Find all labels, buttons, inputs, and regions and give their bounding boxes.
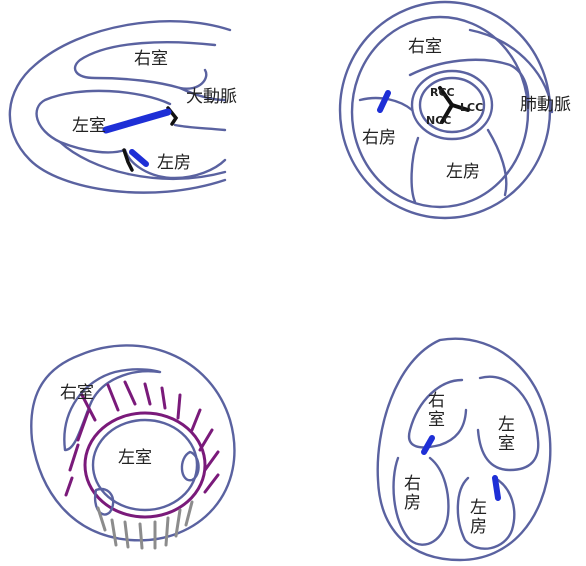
short-axis-outer-wall	[338, 0, 552, 220]
label-lv-lvsa: 左室	[118, 448, 152, 468]
lv-cavity-outline	[35, 89, 172, 154]
papillary-muscle-left	[93, 487, 115, 516]
strain-marks-gray	[96, 500, 194, 550]
mitral-valve-leaflet	[122, 148, 134, 172]
label-ncc: NCC	[426, 114, 451, 127]
panel-short-axis-aortic: 右室 右房 左房 肺動脈 RCC LCC NCC	[338, 0, 571, 220]
label-lv-long: 左室	[72, 116, 106, 136]
label-rv-sa: 右室	[408, 37, 442, 57]
label-ra-sa: 右房	[362, 128, 396, 148]
la-lower-wall	[486, 128, 508, 197]
lv-sa-endocardium	[91, 418, 199, 512]
mitral-doppler-jet	[129, 149, 149, 167]
aorta-lower-wall	[173, 123, 227, 132]
short-axis-inner-ring	[350, 15, 530, 209]
label-rv-lvsa: 右室	[60, 383, 94, 403]
label-ra-4ch-1: 右	[404, 474, 421, 494]
panel-four-chamber: 右 室 左 室 右 房 左 房	[376, 337, 552, 562]
label-la-4ch-2: 房	[470, 517, 487, 537]
valve-commissure-2	[450, 103, 470, 112]
4ch-la-outline	[456, 476, 516, 550]
label-rcc: RCC	[430, 86, 455, 99]
long-axis-outer-wall	[8, 20, 232, 194]
4ch-rv-outline	[407, 378, 468, 449]
valve-commissure-1	[438, 86, 454, 107]
label-ra-4ch-2: 房	[404, 493, 421, 513]
label-lv-4ch-1: 左	[498, 415, 515, 435]
label-aorta-long: 大動脈	[186, 87, 237, 107]
aortic-annulus-outer	[410, 69, 494, 141]
tricuspid-doppler-jet	[377, 90, 391, 113]
4ch-outer-wall	[376, 337, 552, 562]
strain-marks-purple	[64, 380, 220, 497]
label-rv-4ch-1: 右	[428, 391, 445, 411]
label-lv-4ch-2: 室	[498, 434, 515, 454]
label-rv-long: 右室	[134, 49, 168, 69]
label-la-4ch-1: 左	[470, 498, 487, 518]
panel-short-axis-lv: 右室 左室	[30, 344, 236, 550]
papillary-muscle-right	[180, 450, 200, 482]
rvot-wall	[408, 58, 530, 112]
panel-long-axis: 右室 大動脈 左室 左房	[8, 20, 237, 194]
4ch-mitral-jet	[492, 475, 501, 501]
rv-cavity-outline	[73, 41, 217, 90]
lv-sa-outer-wall	[30, 344, 236, 542]
ra-la-septum	[410, 136, 420, 204]
label-la-long: 左房	[157, 153, 191, 173]
4ch-lv-outline	[476, 375, 540, 472]
aorta-upper-wall	[178, 86, 227, 102]
label-rv-4ch-2: 室	[428, 410, 445, 430]
lvot-doppler-jet	[102, 108, 172, 134]
pulmonary-artery-wall	[468, 28, 554, 114]
lv-sa-cavity	[83, 411, 207, 519]
4ch-ra-outline	[392, 456, 450, 546]
lv-posterior-wall	[58, 140, 227, 181]
label-pa-sa: 肺動脈	[520, 95, 571, 115]
label-la-sa: 左房	[446, 162, 480, 182]
aortic-annulus-inner	[418, 76, 486, 134]
valve-commissure-3	[440, 103, 454, 124]
4ch-tricuspid-jet	[421, 435, 435, 455]
ra-inner-wall	[358, 96, 414, 112]
label-lcc: LCC	[460, 101, 483, 114]
